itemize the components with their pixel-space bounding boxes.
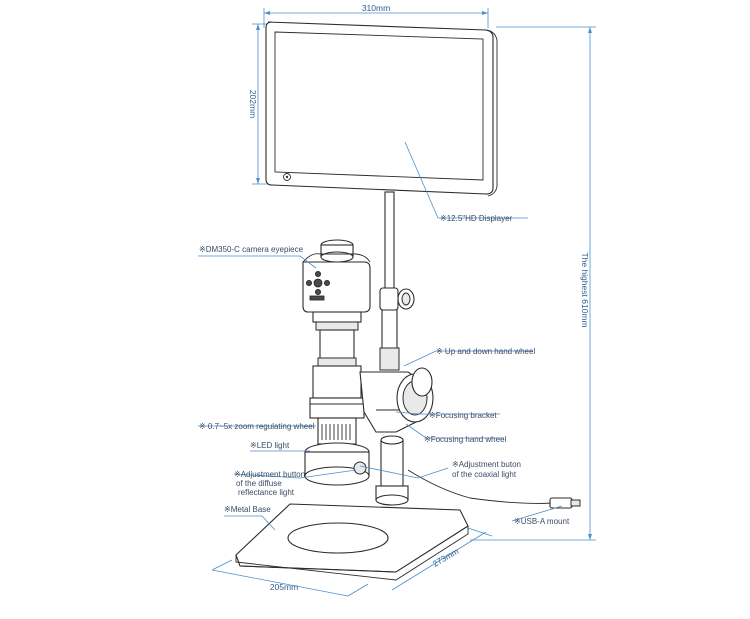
label-coaxial-line2: of the coaxial light [452,470,517,479]
zoom-ring-ticks [321,424,351,440]
column-pole [379,191,415,371]
label-metal-base: ※Metal Base [224,505,271,514]
label-camera: ※DM350-C camera eyepiece [199,245,304,254]
camera-eyepiece [302,239,371,313]
label-up-down-wheel: ※ Up and down hand wheel [436,347,535,356]
hd-displayer [265,21,498,197]
label-led: ※LED light [250,441,290,450]
label-displayer: ※12.5"HD Displayer [440,214,513,223]
label-zoom-wheel: ※ 0.7~5x zoom regulating wheel [199,422,315,431]
leader-lines [198,141,563,531]
base-column [375,435,581,509]
focusing-bracket [359,367,434,433]
dimension-lines [211,8,596,597]
label-focusing-wheel: ※Focusing hand wheel [424,435,507,444]
metal-base [235,503,469,581]
label-coaxial-line1: ※Adjustment buton [452,460,521,469]
label-diffuse-line3: reflectance light [238,488,295,497]
label-usb: ※USB-A mount [514,517,570,526]
label-diffuse-line2: of the diffuse [236,479,282,488]
dim-monitor-height: 202mm [248,90,258,118]
dim-monitor-width: 310mm [362,3,390,13]
dim-base-depth: 273mm [431,546,461,569]
label-diffuse-line1: ※Adjustment button [234,470,305,479]
lens-body [304,311,370,486]
label-focusing-bracket: ※Focusing bracket [429,411,497,420]
dim-overall-height: The highest 610mm [580,252,590,327]
dim-base-width: 205mm [270,582,298,592]
